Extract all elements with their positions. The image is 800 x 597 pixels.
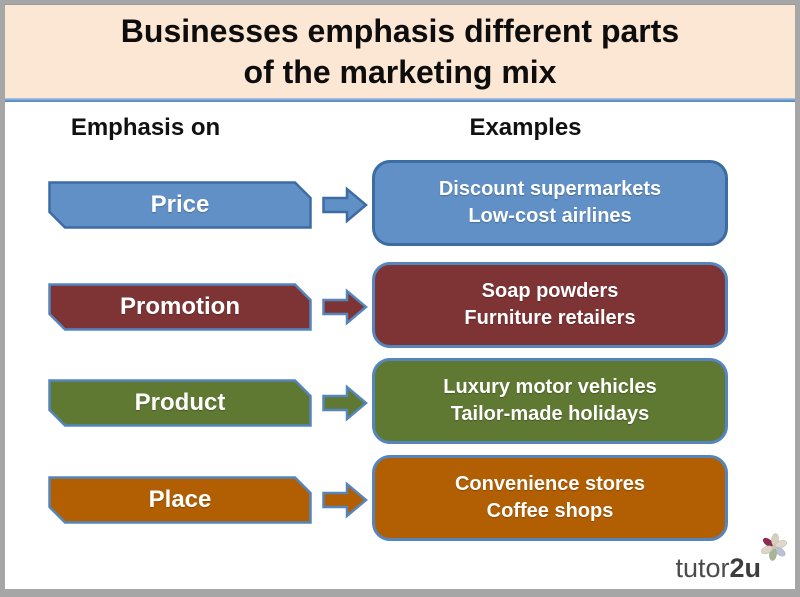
logo-text-regular: tutor bbox=[675, 553, 730, 583]
product-label-shape: Product bbox=[48, 379, 312, 427]
price-example-line2: Low-cost airlines bbox=[468, 205, 632, 227]
snip-corner-shape bbox=[48, 379, 312, 427]
title-divider-line bbox=[5, 98, 795, 102]
right-arrow-icon bbox=[322, 186, 368, 224]
product-label: Product bbox=[134, 389, 226, 416]
product-example-line2: Tailor-made holidays bbox=[450, 403, 650, 425]
logo-text-bold: 2u bbox=[729, 553, 761, 583]
tutor2u-logo-text: tutor2u bbox=[675, 553, 761, 583]
place-example-line1: Convenience stores bbox=[454, 473, 646, 495]
product-examples-box: Luxury motor vehicles Tailor-made holida… bbox=[372, 358, 728, 444]
place-label-shape: Place bbox=[48, 476, 312, 524]
right-arrow-icon bbox=[322, 288, 368, 326]
product-example-line1: Luxury motor vehicles bbox=[443, 376, 657, 398]
promotion-label: Promotion bbox=[120, 293, 240, 320]
place-examples-box: Convenience stores Coffee shops bbox=[372, 455, 728, 541]
snip-corner-shape bbox=[48, 181, 312, 229]
slide-page: Businesses emphasis different parts of t… bbox=[5, 4, 795, 589]
price-example-line1: Discount supermarkets bbox=[438, 178, 662, 200]
slide-title: Businesses emphasis different parts of t… bbox=[121, 11, 679, 93]
row-promotion: Promotion Soap powders Furniture retaile… bbox=[5, 262, 795, 348]
slide-title-line1: Businesses emphasis different parts bbox=[120, 13, 680, 49]
price-label-shape: Price bbox=[48, 181, 312, 229]
title-band: Businesses emphasis different parts of t… bbox=[5, 4, 795, 99]
promotion-examples-box: Soap powders Furniture retailers bbox=[372, 262, 728, 348]
snip-corner-shape bbox=[48, 476, 312, 524]
column-header-emphasis: Emphasis on bbox=[70, 114, 221, 141]
column-header-examples: Examples bbox=[469, 114, 582, 141]
snip-corner-shape bbox=[48, 283, 312, 331]
place-label: Place bbox=[148, 486, 212, 513]
slide-title-line2: of the marketing mix bbox=[243, 54, 557, 90]
row-place: Place Convenience stores Coffee shops bbox=[5, 455, 795, 541]
price-examples-box: Discount supermarkets Low-cost airlines bbox=[372, 160, 728, 246]
right-arrow-icon bbox=[322, 481, 368, 519]
flower-icon bbox=[761, 533, 787, 561]
promotion-label-shape: Promotion bbox=[48, 283, 312, 331]
place-example-line2: Coffee shops bbox=[486, 500, 614, 522]
promotion-example-line2: Furniture retailers bbox=[464, 307, 636, 329]
tutor2u-logo: tutor2u bbox=[675, 533, 787, 583]
right-arrow-icon bbox=[322, 384, 368, 422]
promotion-example-line1: Soap powders bbox=[481, 280, 619, 302]
row-product: Product Luxury motor vehicles Tailor-mad… bbox=[5, 358, 795, 444]
price-label: Price bbox=[150, 191, 210, 218]
row-price: Price Discount supermarkets Low-cost air… bbox=[5, 160, 795, 246]
